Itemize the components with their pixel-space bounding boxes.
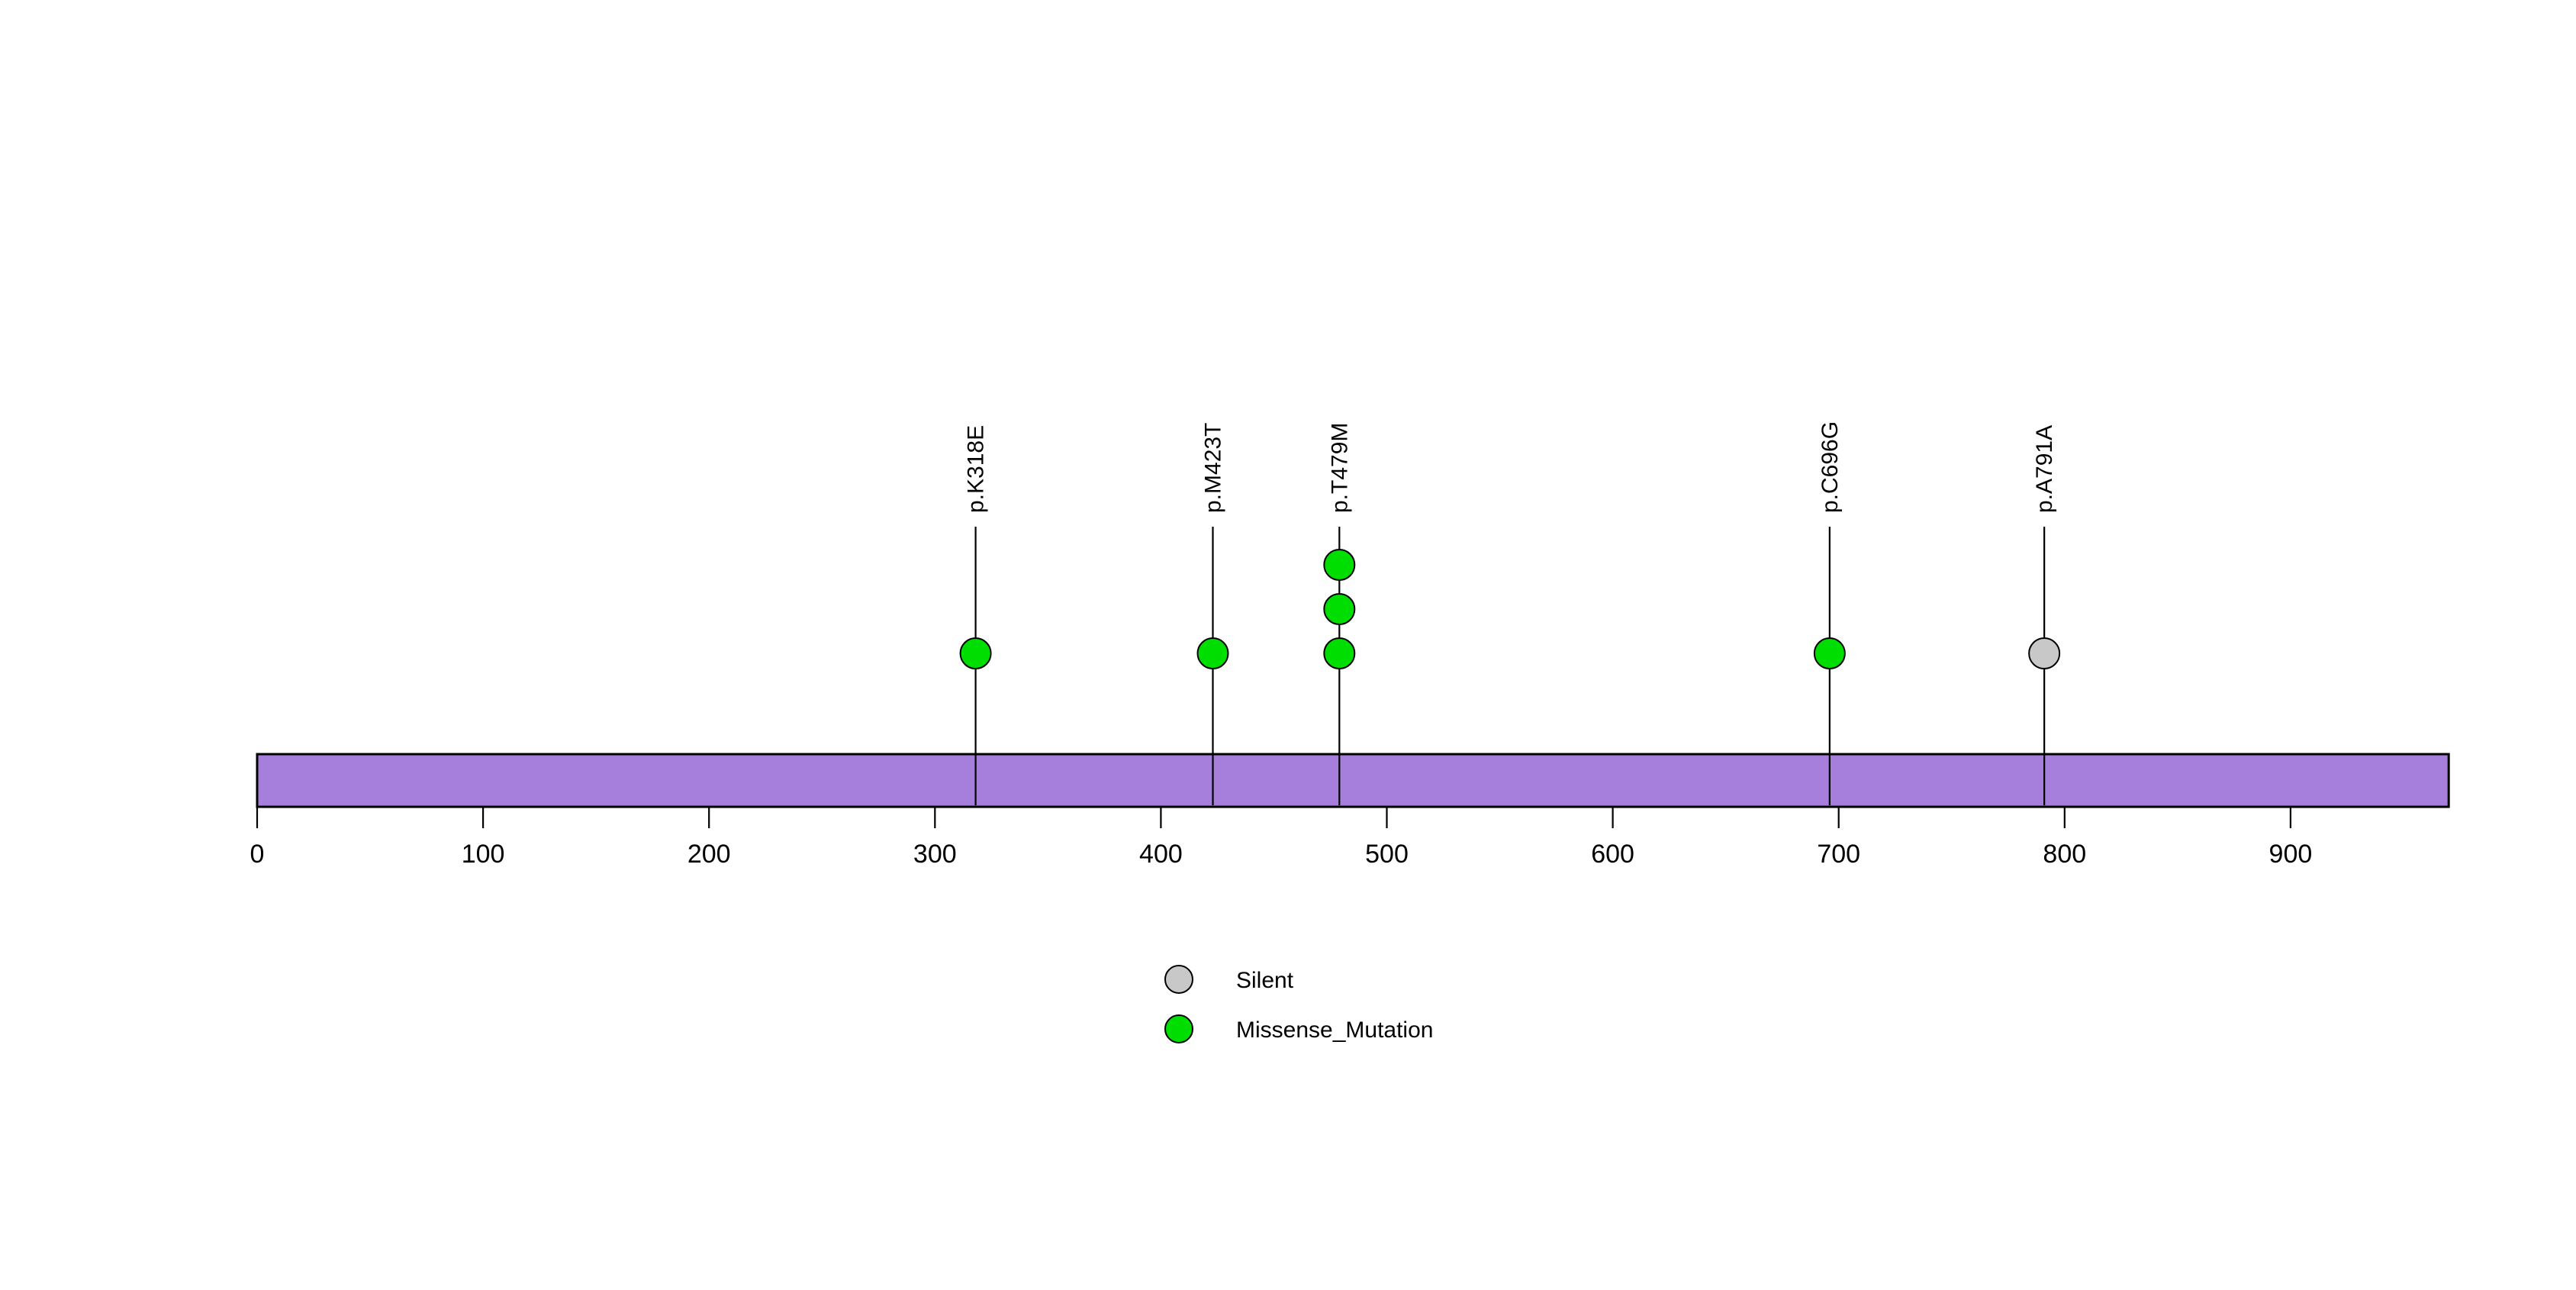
legend-swatch[interactable] xyxy=(1164,965,1193,994)
mutation-label: p.T479M xyxy=(1327,423,1352,513)
x-axis-tick-label: 700 xyxy=(1817,840,1860,869)
lollipop-dot[interactable] xyxy=(1323,549,1356,581)
legend-swatch[interactable] xyxy=(1164,1014,1193,1043)
x-axis-tick-label: 0 xyxy=(250,840,265,869)
x-axis-tick-label: 900 xyxy=(2269,840,2313,869)
lollipop-dot[interactable] xyxy=(1196,637,1229,669)
x-axis-tick-label: 300 xyxy=(913,840,957,869)
lollipop-markers-group xyxy=(959,527,2061,805)
x-axis-tick-label: 400 xyxy=(1139,840,1183,869)
x-axis: 0 100 200 300 400 500 600 700 800 900 xyxy=(250,805,2313,869)
legend-label: Missense_Mutation xyxy=(1236,1017,1433,1043)
x-axis-tick-label: 100 xyxy=(462,840,505,869)
protein-track xyxy=(256,753,2450,808)
mutation-label: p.A791A xyxy=(2032,425,2057,513)
protein-domain-bar xyxy=(256,753,2450,808)
x-axis-tick-label: 500 xyxy=(1365,840,1409,869)
x-axis-tick-label: 800 xyxy=(2043,840,2086,869)
x-axis-tick-label: 600 xyxy=(1591,840,1634,869)
mutation-label: p.M423T xyxy=(1201,423,1226,513)
lollipop-dot[interactable] xyxy=(1323,593,1356,625)
lollipop-dot[interactable] xyxy=(2028,637,2061,669)
mutation-labels-group: p.K318E p.M423T p.T479M p.C696G p.A791A xyxy=(964,421,2058,513)
lollipop-dot[interactable] xyxy=(1813,637,1846,669)
x-axis-tick-label: 200 xyxy=(687,840,731,869)
lollipop-dot[interactable] xyxy=(959,637,992,669)
mutation-label: p.K318E xyxy=(964,425,989,513)
mutation-label: p.C696G xyxy=(1818,421,1843,513)
legend-label: Silent xyxy=(1236,968,1294,993)
lollipop-dot[interactable] xyxy=(1323,637,1356,669)
